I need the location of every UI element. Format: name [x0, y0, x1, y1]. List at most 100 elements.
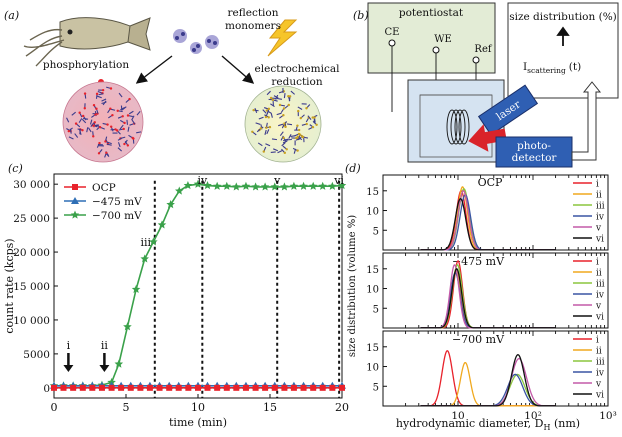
legend-label: iii [596, 202, 605, 212]
x-tick-label: 10³ [599, 410, 617, 422]
aggregate-strand [270, 112, 273, 118]
aggregate-strand [136, 131, 142, 134]
x-tick-label: 10 [451, 410, 464, 422]
aggregate-strand [257, 142, 263, 147]
detector-label-line2: detector [512, 152, 558, 164]
aggregate-strand [307, 115, 312, 120]
aggregate-dot [98, 126, 102, 129]
data-point [127, 384, 134, 391]
aggregate-dot [78, 111, 81, 114]
aggregate-dot [271, 98, 275, 102]
reduction-label-line2: reduction [271, 76, 322, 88]
aggregate-dot [305, 122, 308, 126]
aggregate-dot [106, 123, 109, 126]
aggregate-strand [117, 137, 123, 141]
data-point [71, 197, 79, 204]
aggregate-strand [258, 116, 264, 120]
aggregate-strand [264, 129, 267, 135]
aggregate-dot [126, 144, 130, 147]
aggregate-dot [298, 133, 302, 136]
aggregate-dot [268, 125, 272, 129]
legend-label: vi [595, 313, 604, 323]
data-point [310, 384, 317, 391]
chart-d-ylabel: size distribution (volume %) [347, 215, 358, 357]
legend-label: iv [596, 291, 605, 301]
y-tick-label: 15 [366, 187, 379, 198]
legend-label: ii [596, 191, 602, 201]
data-point [308, 181, 318, 190]
aggregate-strand [89, 119, 93, 125]
data-point [281, 384, 288, 391]
aggregate-strand [279, 131, 284, 137]
subplot-label: OCP [478, 176, 503, 189]
aggregate-dot [132, 137, 135, 140]
y-tick-label: 30 000 [13, 179, 50, 191]
arrow-to-phosphorylation [135, 55, 173, 84]
legend-label: −700 mV [92, 210, 142, 222]
y-tick-label: 10 [366, 207, 379, 218]
y-tick-label: 10 [366, 363, 379, 374]
aggregate-strand [131, 119, 136, 125]
data-point [233, 384, 240, 391]
aggregate-strand [101, 101, 107, 104]
data-point [193, 179, 203, 188]
legend-label: vi [595, 391, 604, 401]
x-tick-label: 10² [524, 410, 542, 422]
annotation-label: ii [101, 339, 109, 352]
aggregate-strand [271, 138, 278, 141]
panel-c-label: (c) [8, 162, 23, 175]
subplot-frame [382, 330, 609, 407]
lightning-icon [267, 19, 298, 57]
chart-c-ylabel: count rate (kcps) [3, 238, 16, 333]
aggregate-strand [118, 92, 123, 98]
data-point [329, 384, 336, 391]
data-point [328, 181, 337, 190]
aggregate-right [244, 85, 322, 163]
data-point [60, 384, 67, 391]
data-point [280, 182, 289, 191]
data-point [98, 384, 105, 391]
aggregate-dot [282, 114, 285, 117]
aggregate-dot [282, 107, 286, 110]
data-point [212, 181, 222, 190]
data-point [251, 182, 260, 191]
aggregate-dot [283, 122, 286, 125]
data-point [123, 322, 132, 331]
aggregate-dot [105, 151, 108, 154]
aggregate-strand [266, 90, 271, 96]
data-point [242, 384, 249, 391]
potentiostat-label: potentiostat [399, 7, 464, 19]
aggregate-strand [266, 129, 270, 135]
aggregate-strand [280, 135, 284, 141]
x-tick-label: 15 [263, 401, 277, 414]
data-point [318, 181, 327, 190]
annotation-arrowhead [63, 365, 74, 372]
aggregate-dot [128, 97, 131, 101]
aggregate-strand [254, 107, 258, 114]
data-point [137, 384, 144, 391]
data-point [214, 384, 221, 391]
monomers-label-line2: monomers [225, 20, 281, 32]
y-tick-label: 5 [373, 382, 379, 393]
distribution-curve [420, 197, 556, 251]
aggregate-dot [278, 103, 282, 107]
aggregate-strand [78, 118, 83, 123]
aggregate-dot [313, 116, 316, 119]
data-point [131, 284, 141, 294]
data-point [51, 384, 57, 391]
aggregate-dot [297, 109, 300, 113]
panel-a-label: (a) [4, 9, 19, 22]
aggregate-strand [122, 106, 127, 111]
legend-label: i [596, 180, 599, 190]
data-point [290, 384, 297, 391]
aggregate-dot [92, 103, 96, 107]
aggregate-dot [83, 107, 86, 110]
x-tick-label: 20 [335, 401, 349, 414]
aggregate-strand [270, 103, 275, 108]
legend-label: v [595, 302, 602, 312]
size-distribution-label: size distribution (%) [509, 11, 617, 23]
signal-arrow-icon [571, 81, 602, 161]
aggregate-strand [281, 142, 286, 147]
